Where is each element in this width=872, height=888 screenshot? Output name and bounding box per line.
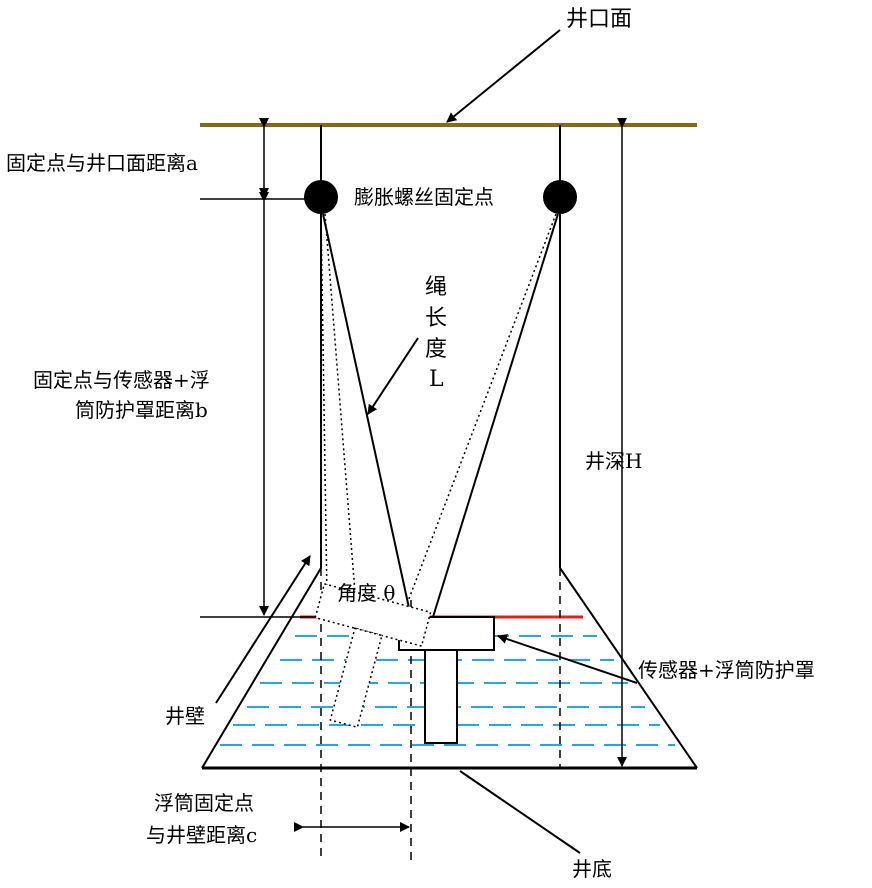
- label-expansion-screw: 膨胀螺丝固定点: [354, 185, 494, 209]
- label-rope-1: 绳: [425, 275, 447, 300]
- label-well-wall: 井壁: [165, 704, 205, 728]
- left-lower-wall: [201, 567, 322, 769]
- rope-arrow: [367, 337, 419, 415]
- label-distance-b-2: 筒防护罩距离b: [75, 398, 208, 422]
- label-well-mouth: 井口面: [566, 7, 632, 32]
- label-distance-b-1: 固定点与传感器+浮: [33, 368, 210, 392]
- rope-left-dotted: [320, 213, 328, 599]
- well-bottom-leader: [459, 770, 581, 854]
- label-angle: 角度 θ: [337, 581, 395, 605]
- label-rope-3: 度: [425, 337, 447, 362]
- label-float-fix-1: 浮筒固定点: [154, 791, 254, 815]
- label-well-bottom: 井底: [572, 857, 612, 881]
- label-rope-2: 长: [425, 306, 447, 331]
- sensor-cover-arrow: [497, 634, 638, 684]
- well-mouth-arrow: [446, 29, 561, 123]
- label-sensor-cover: 传感器+浮筒防护罩: [638, 658, 815, 682]
- rope-left-dotted-2: [324, 213, 357, 606]
- rope-right-dotted: [401, 213, 557, 618]
- rope-left-solid: [322, 213, 412, 618]
- label-fix-distance-a: 固定点与井口面距离a: [6, 151, 198, 175]
- right-fix-point: [543, 180, 577, 214]
- sensor-cover-tilted: [314, 582, 432, 729]
- label-well-depth: 井深H: [585, 449, 642, 473]
- label-rope-4: L: [429, 367, 444, 392]
- label-float-fix-2: 与井壁距离c: [146, 823, 257, 847]
- rope-right-solid: [432, 213, 559, 618]
- left-fix-point: [304, 180, 338, 214]
- right-lower-wall: [559, 567, 698, 769]
- well-wall-arrow: [215, 555, 311, 704]
